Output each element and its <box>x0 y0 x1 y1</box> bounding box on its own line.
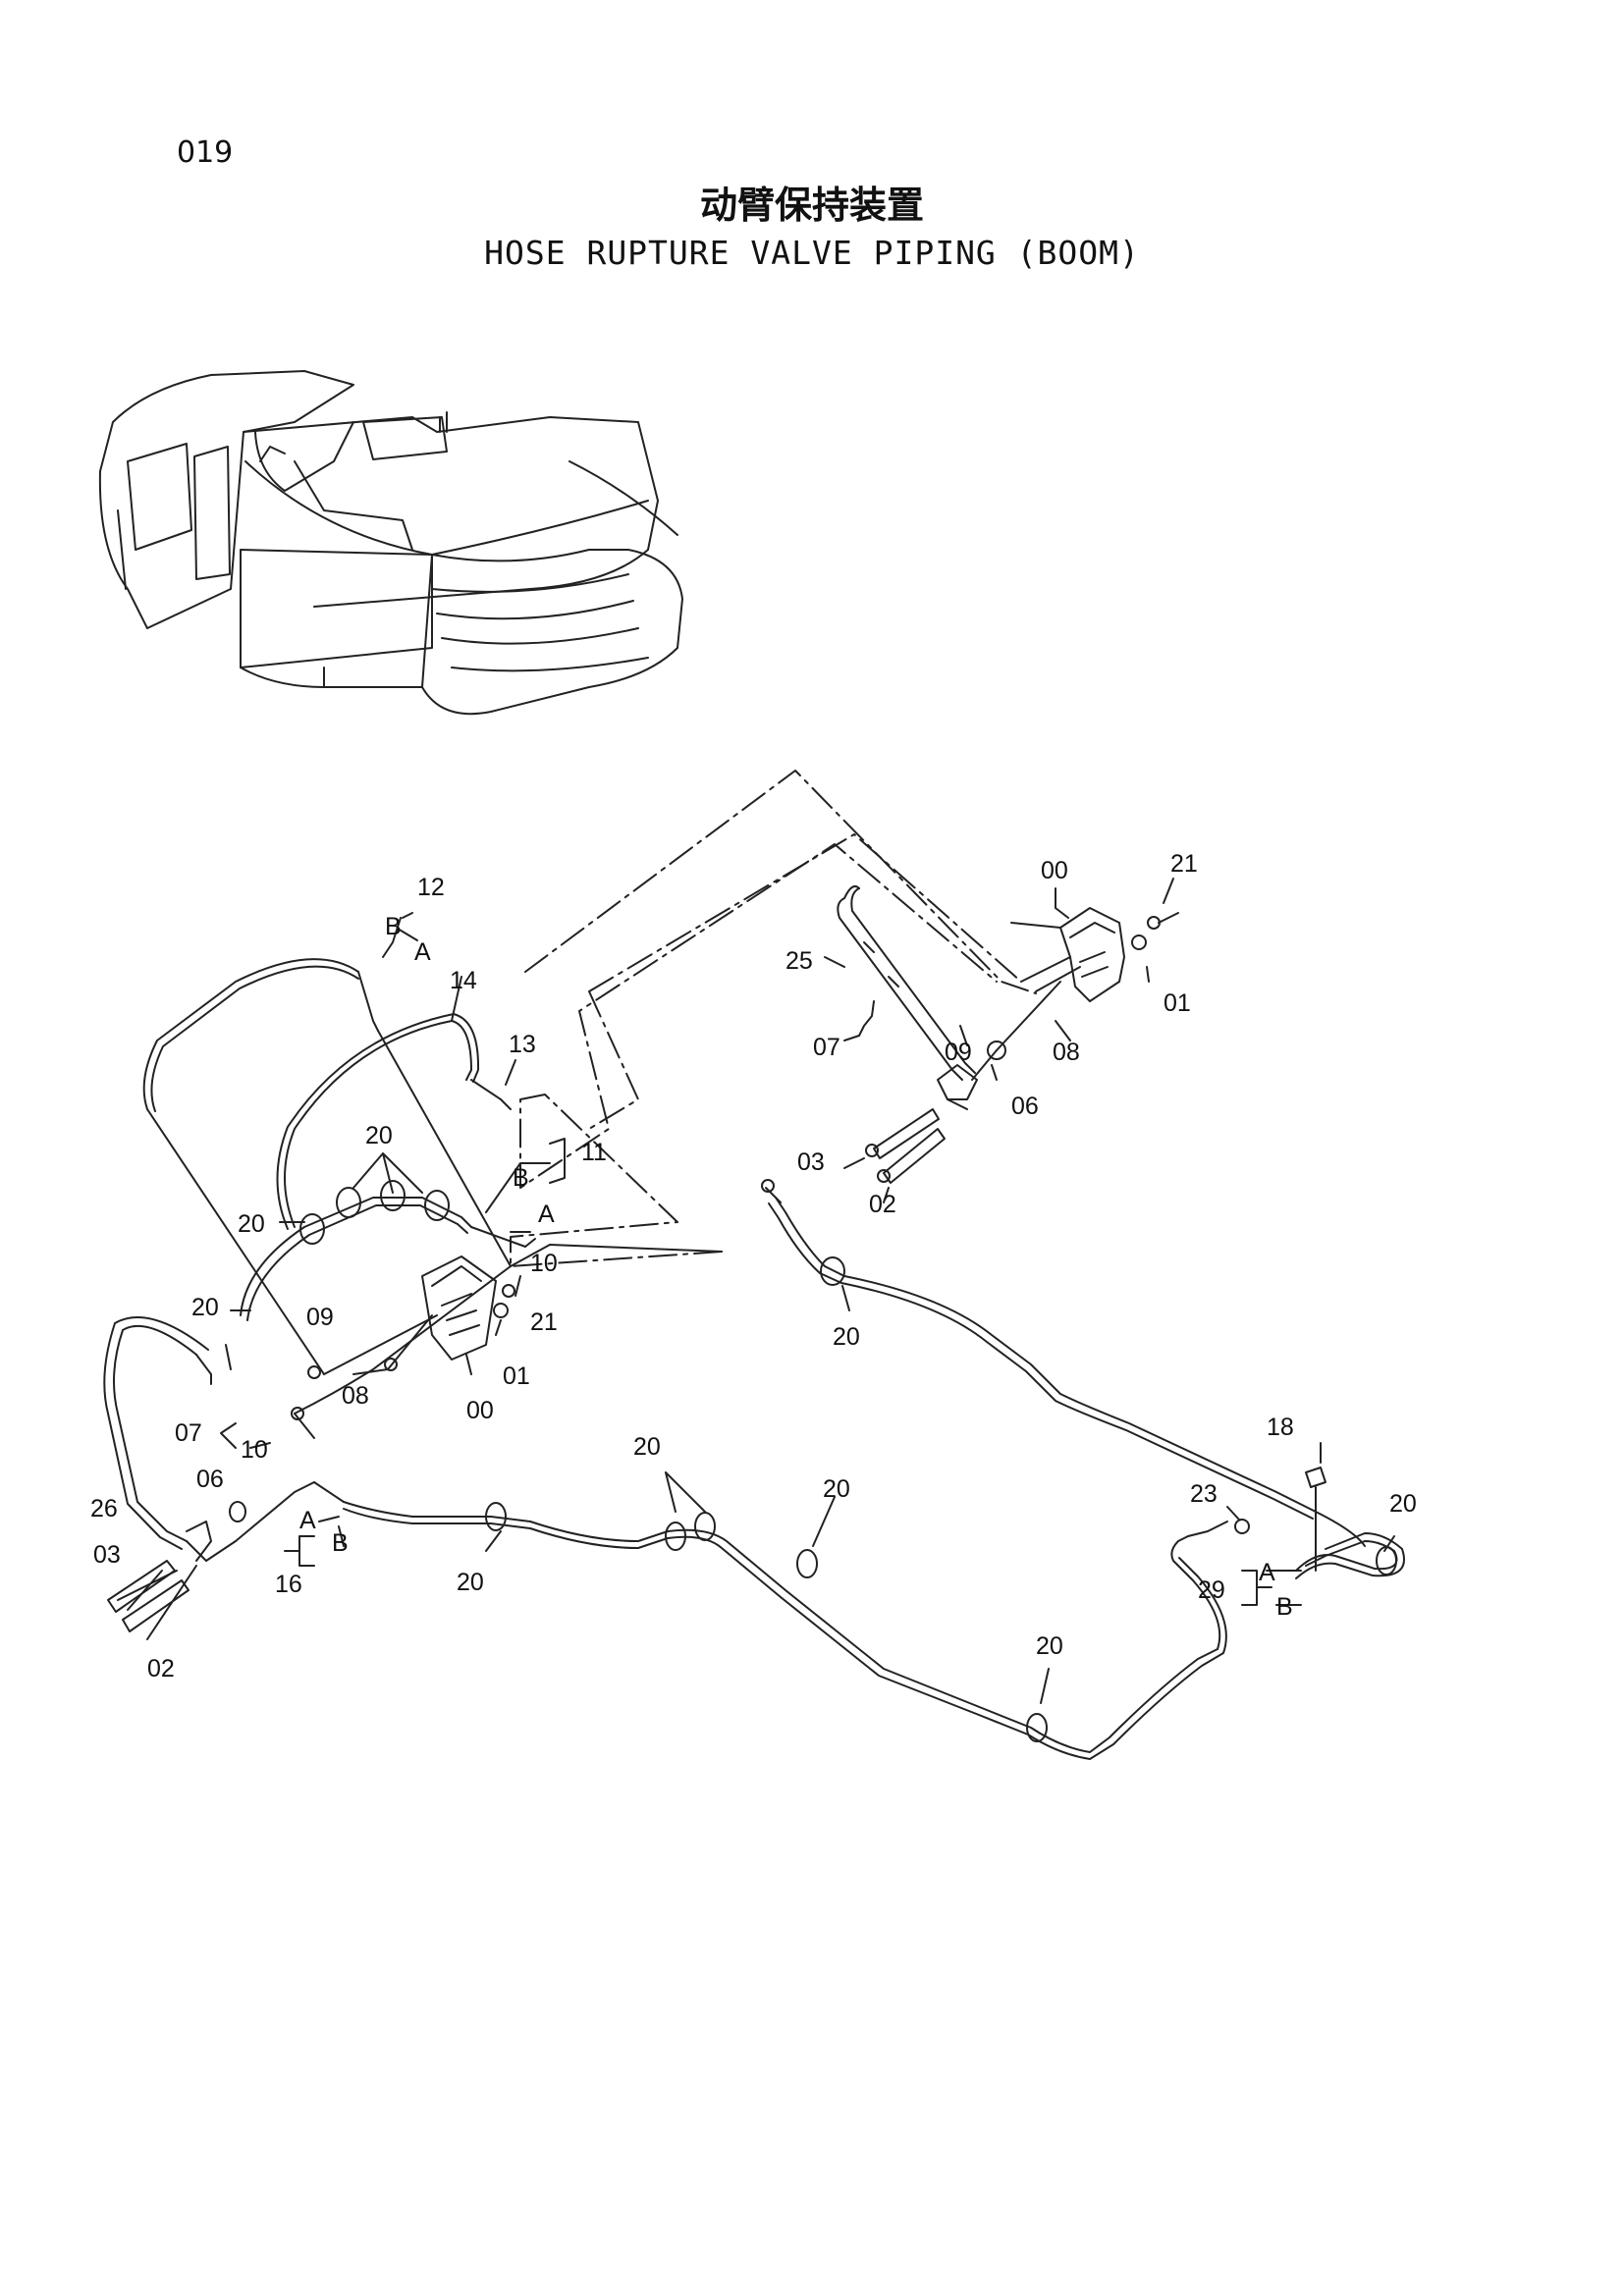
callout-20-bottom-mid: 20 <box>823 1475 850 1503</box>
fitting-02-left <box>122 1579 189 1632</box>
callout-labels: 12 B A 14 13 11 B A 10 20 20 20 09 08 00… <box>90 850 1417 1682</box>
callout-06-right: 06 <box>1011 1093 1039 1120</box>
callout-20-bottom-right: 20 <box>1036 1632 1063 1660</box>
callout-21-left: 21 <box>530 1308 558 1336</box>
callout-20-bottom-pair: 20 <box>633 1433 661 1461</box>
callout-00-right: 00 <box>1041 857 1068 884</box>
callout-10-lower: 10 <box>241 1436 268 1464</box>
callout-10-upper: 10 <box>530 1250 558 1277</box>
callout-07-left: 07 <box>175 1419 202 1447</box>
callout-13: 13 <box>509 1031 536 1058</box>
callout-08-right: 08 <box>1053 1039 1080 1066</box>
excavator-overview-illustration <box>98 370 683 716</box>
callout-20-far-right: 20 <box>1389 1490 1417 1518</box>
callout-11-a: A <box>538 1201 555 1228</box>
title-chinese: 动臂保持装置 <box>699 184 924 227</box>
boom-boundary-outer <box>510 770 1037 1267</box>
callout-00-left: 00 <box>466 1397 494 1424</box>
callout-01-left: 01 <box>503 1362 530 1390</box>
callout-16-a: A <box>299 1507 316 1534</box>
hose-main-right <box>775 1197 1366 1547</box>
callout-02-left: 02 <box>147 1655 175 1682</box>
callout-29-b: B <box>1276 1593 1293 1621</box>
hose-26 <box>113 1324 197 1542</box>
callout-12-a: A <box>414 938 431 966</box>
callout-25: 25 <box>785 947 813 975</box>
callout-07-right: 07 <box>813 1034 840 1061</box>
callout-20-center: 20 <box>833 1323 860 1351</box>
callout-08-left: 08 <box>342 1382 369 1410</box>
hose-29 <box>1187 1521 1228 1537</box>
callout-12-b: B <box>385 913 402 940</box>
callout-14: 14 <box>450 967 477 994</box>
callout-26: 26 <box>90 1495 118 1522</box>
left-valve-body <box>421 1255 497 1361</box>
callout-29: 29 <box>1198 1576 1225 1604</box>
callout-09-left: 09 <box>306 1304 334 1331</box>
fitting-03-right <box>873 1108 940 1159</box>
callout-29-a: A <box>1259 1559 1275 1586</box>
callout-23: 23 <box>1190 1480 1218 1508</box>
callout-20-group: 20 <box>365 1122 393 1149</box>
callout-16: 16 <box>275 1571 302 1598</box>
right-valve-body <box>1059 907 1125 1002</box>
callout-18: 18 <box>1267 1414 1294 1441</box>
hose-16 <box>343 1501 1221 1753</box>
callout-02-right: 02 <box>869 1191 896 1218</box>
callout-06-left: 06 <box>196 1466 224 1493</box>
boom-boundary-inner <box>588 833 1022 1130</box>
callout-20-bottom-left: 20 <box>457 1569 484 1596</box>
fitting-03-left <box>107 1560 176 1613</box>
callout-11: 11 <box>581 1139 607 1166</box>
callout-03-left: 03 <box>93 1541 121 1569</box>
callout-03-right: 03 <box>797 1148 825 1176</box>
callout-12: 12 <box>417 874 445 901</box>
callout-11-b: B <box>513 1164 529 1192</box>
hose-12 <box>142 958 359 1110</box>
title-english: HOSE RUPTURE VALVE PIPING (BOOM) <box>484 234 1140 272</box>
callout-20-left-upper: 20 <box>238 1210 265 1238</box>
callout-01-right: 01 <box>1164 989 1191 1017</box>
pipe-25 <box>837 897 963 1081</box>
hose-14 <box>284 1020 472 1228</box>
page-number: 019 <box>177 135 234 170</box>
callout-leaders <box>220 878 1395 1704</box>
callout-09-right: 09 <box>945 1039 972 1066</box>
callout-16-b: B <box>332 1529 349 1557</box>
callout-20-left-lower: 20 <box>191 1294 219 1321</box>
callout-21-right: 21 <box>1170 850 1198 878</box>
